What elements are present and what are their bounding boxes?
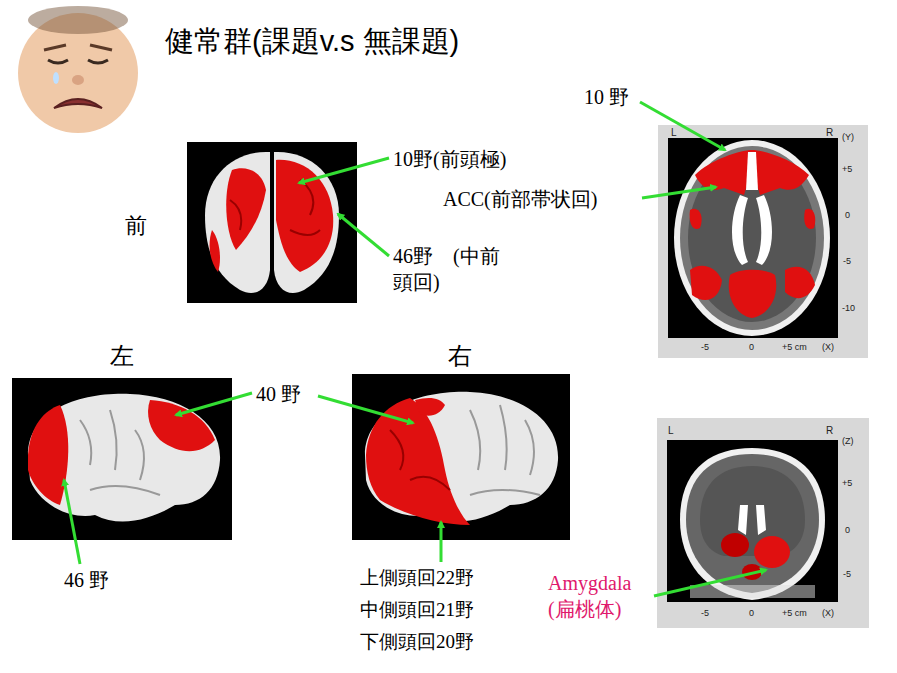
leader-arrows xyxy=(64,102,766,596)
axis-tick: 0 xyxy=(845,210,850,222)
axis-tick: (X) xyxy=(822,342,834,354)
crying-face xyxy=(18,6,138,133)
right-lateral-brain xyxy=(352,374,570,540)
axis-tick: +5 xyxy=(842,164,852,176)
axis-tick: +5 cm xyxy=(782,608,807,620)
area-label: 40 野 xyxy=(256,381,301,407)
area-label: 46野 (中前頭回) xyxy=(393,243,515,295)
axis-tick: 0 xyxy=(749,608,754,620)
view-label: 前 xyxy=(125,212,147,241)
view-label: 左 xyxy=(110,340,134,371)
axis-tick: R xyxy=(826,424,833,437)
axis-tick: -5 xyxy=(843,569,851,581)
axis-tick: +5 xyxy=(842,478,852,490)
axis-tick: -5 xyxy=(701,608,709,620)
front-brain-view xyxy=(187,142,357,303)
area-label: 10 野 xyxy=(584,84,629,110)
coronal-scan xyxy=(657,418,869,628)
axis-tick: L xyxy=(671,126,677,139)
axis-tick: (Y) xyxy=(842,132,854,144)
axis-tick: +5 cm xyxy=(782,342,807,354)
axis-tick: (Z) xyxy=(842,436,854,448)
axis-tick: 0 xyxy=(749,342,754,354)
amygdala-label: Amygdala (扁桃体) xyxy=(548,570,653,622)
axis-tick: (X) xyxy=(822,608,834,620)
axis-tick: L xyxy=(668,424,674,437)
slide-title: 健常群(課題v.s 無課題) xyxy=(165,22,459,62)
area-label: 10野(前頭極) xyxy=(393,146,506,172)
view-label: 右 xyxy=(448,340,472,371)
area-label: ACC(前部帯状回) xyxy=(443,186,597,212)
axis-tick: -10 xyxy=(842,303,855,315)
axis-tick: -5 xyxy=(843,256,851,268)
axial-scan xyxy=(658,125,868,358)
axis-tick: R xyxy=(826,126,833,139)
axis-tick: -5 xyxy=(701,342,709,354)
left-lateral-brain xyxy=(12,378,232,540)
area-label: 中側頭回21野 xyxy=(360,598,474,623)
area-label: 下側頭回20野 xyxy=(360,630,474,655)
area-label: 46 野 xyxy=(64,567,109,593)
axis-tick: 0 xyxy=(845,525,850,537)
area-label: 上側頭回22野 xyxy=(360,566,474,591)
